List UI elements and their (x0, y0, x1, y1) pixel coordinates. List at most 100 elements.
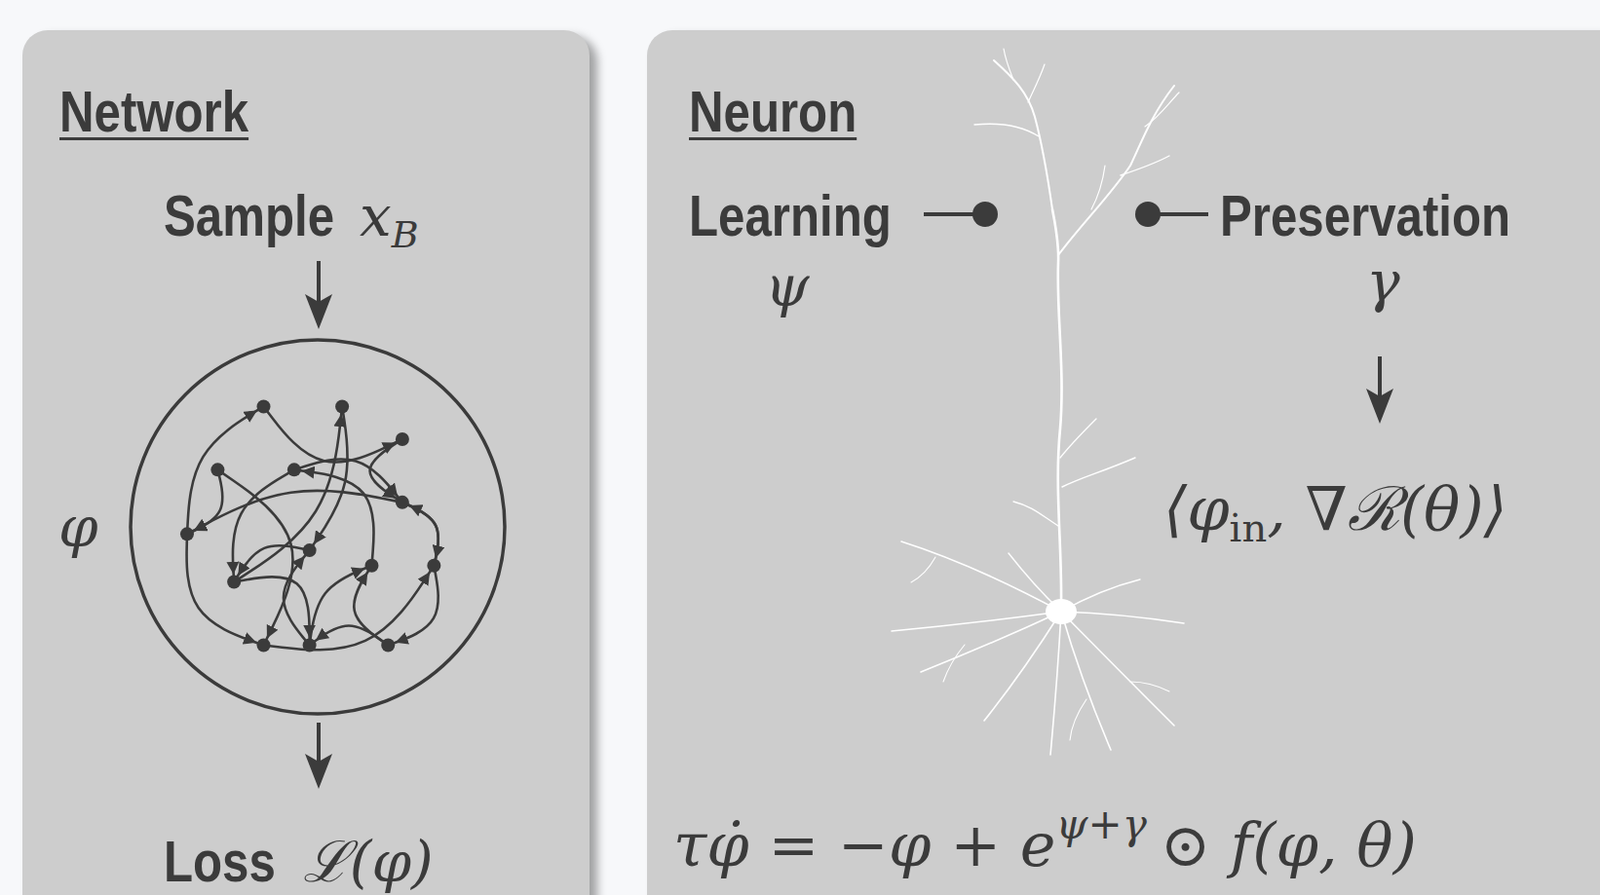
basal-twig (1069, 699, 1087, 741)
recurrent-connection (264, 566, 435, 650)
recurrent-connection (187, 469, 223, 534)
dynamics-exponent: ψ+γ (1056, 804, 1147, 846)
decoration-shape (891, 48, 1184, 756)
basal-dendrite (920, 611, 1062, 673)
apical-twig (1091, 165, 1105, 210)
input-arrow-head (304, 294, 333, 330)
network-unit (395, 432, 410, 447)
oblique-dendrite (1013, 501, 1059, 527)
apical-twig (1144, 92, 1180, 127)
recurrent-connection (233, 545, 309, 582)
basal-dendrite (1061, 611, 1184, 624)
network-circle: φ (48, 336, 507, 719)
oblique-dendrite (1060, 419, 1097, 458)
apical-twig (1003, 48, 1014, 80)
recurrent-connection (232, 469, 295, 582)
learning-symbol: ψ (764, 258, 809, 315)
label-line: γ (1366, 253, 1401, 310)
basal-twig (943, 645, 965, 683)
basal-dendrite (891, 611, 1062, 632)
basal-dendrite (1008, 553, 1062, 612)
state-symbol: φ (58, 498, 99, 556)
basal-dendrite (1061, 611, 1175, 726)
network-unit (257, 638, 271, 652)
panel-heading: Network (59, 82, 249, 142)
input-label: Sample (163, 187, 335, 246)
basal-dendrite (1061, 611, 1111, 751)
network-unit (210, 462, 225, 477)
label-line: Loss ℒ(φ) (163, 833, 434, 892)
neuron-panel: Neuron (647, 30, 1600, 895)
network-unit (395, 495, 410, 510)
network-unit (380, 638, 395, 652)
recurrent-connection (309, 625, 389, 646)
recurrent-connection (294, 459, 403, 503)
preservation-arrow-head (1366, 388, 1394, 424)
dynamics-equation: τφ̇ = −φ + e (673, 815, 1057, 877)
network-graph (48, 336, 507, 719)
recurrent-connection (187, 406, 265, 534)
recurrent-connection (353, 566, 388, 647)
network-unit (303, 638, 317, 652)
recurrent-connection (370, 439, 403, 503)
recurrent-connection (187, 533, 265, 646)
network-unit (227, 575, 241, 590)
recurrent-connection (387, 566, 438, 647)
preservation-arrow-shaft (1377, 356, 1382, 397)
recurrent-connection (309, 406, 348, 551)
learning-label: Learning (688, 187, 892, 246)
network-unit (303, 543, 317, 558)
label-line: Learning (688, 187, 892, 246)
basal-dendrite (1061, 579, 1141, 612)
apical-twig (1028, 64, 1045, 103)
basal-dendrite (1050, 611, 1062, 756)
loss-symbol: ℒ(φ) (303, 834, 434, 891)
recurrent-connection (217, 469, 293, 646)
preservation-pointer (1158, 212, 1209, 217)
input-arrow-shaft (316, 261, 321, 303)
basal-dendrite (984, 611, 1062, 722)
network-unit (364, 559, 379, 573)
network-panel: Network φ (22, 30, 590, 895)
input-symbol: x (359, 188, 392, 245)
network-unit (426, 559, 441, 573)
apical-twig (974, 123, 1039, 137)
basal-dendrite (901, 541, 1062, 612)
learning-pointer (923, 212, 975, 217)
recurrent-connection (294, 469, 375, 566)
output-arrow-shaft (316, 723, 321, 762)
preservation-symbol: γ (1366, 253, 1401, 310)
oblique-dendrite (1062, 457, 1136, 488)
label-line: SamplexB (163, 187, 420, 246)
label-line: ⟨φin, ∇ℛ(θ)⟩ (1163, 479, 1508, 540)
network-unit (257, 399, 271, 414)
basal-twig (1130, 682, 1170, 692)
preservation-label: Preservation (1219, 187, 1511, 246)
label-line: Preservation (1219, 187, 1511, 246)
apical-branch (993, 60, 1053, 210)
network-unit (180, 527, 194, 541)
preservation-term: ⟨φ (1163, 479, 1230, 540)
label-line: τφ̇ = −φ + eψ+γ⊙ f(φ, θ) (673, 815, 1417, 877)
loss-label: Loss (163, 833, 276, 892)
output-arrow-head (304, 754, 333, 790)
label-line: ψ (764, 258, 809, 315)
network-unit (287, 462, 302, 477)
input-subscript: B (391, 216, 420, 254)
recurrent-connection (233, 576, 309, 646)
dynamics-equation: ⊙ f(φ, θ) (1160, 815, 1417, 877)
neuron-soma (1045, 599, 1077, 625)
preservation-dot (1135, 201, 1161, 228)
recurrent-connection (402, 502, 439, 567)
apical-branch (1058, 85, 1175, 256)
recurrent-connection (283, 550, 310, 646)
apical-twig (1120, 155, 1170, 176)
recurrent-connection (264, 406, 403, 462)
network-boundary (130, 340, 505, 715)
recurrent-connection (402, 502, 439, 567)
preservation-term: , ∇ℛ(θ)⟩ (1266, 479, 1508, 540)
network-unit (335, 399, 349, 414)
recurrent-connection (187, 491, 403, 534)
panel-heading: Neuron (688, 82, 857, 142)
